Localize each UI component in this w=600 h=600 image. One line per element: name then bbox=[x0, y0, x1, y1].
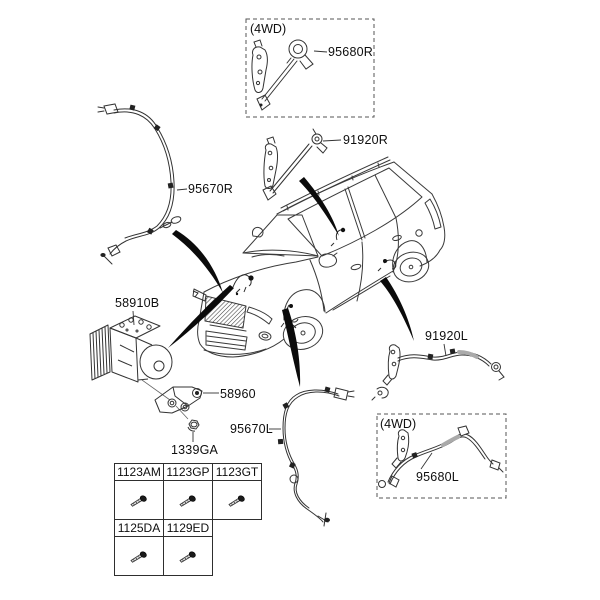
swoosh-58910B bbox=[168, 285, 234, 348]
swoosh-91920L bbox=[380, 277, 414, 341]
bolt-size-table: 1123AM 1123GP 1123GT 1125DA 1129ED bbox=[114, 463, 262, 576]
part-label-95680L[interactable]: 95680L bbox=[416, 470, 459, 484]
leader-95680R bbox=[313, 50, 328, 53]
bolt-icon bbox=[127, 548, 151, 564]
part-drawing-58910B bbox=[89, 315, 173, 383]
part-drawing-95680R bbox=[251, 39, 314, 111]
bolt-icon-cell bbox=[163, 536, 213, 576]
variant-box-bottom bbox=[376, 413, 507, 499]
leader-91920L bbox=[443, 343, 447, 357]
bolt-part-number[interactable]: 1125DA bbox=[114, 519, 164, 537]
bolt-icon-cell bbox=[114, 480, 164, 520]
bolt-icon-cell bbox=[212, 480, 262, 520]
bolt-icon-cell bbox=[114, 536, 164, 576]
bolt-icon bbox=[225, 492, 249, 508]
bolt-icon bbox=[176, 548, 200, 564]
part-label-58960[interactable]: 58960 bbox=[220, 387, 256, 401]
part-drawing-95670R bbox=[97, 103, 182, 265]
part-drawing-1339GA bbox=[187, 419, 200, 432]
swoosh-91920R bbox=[299, 177, 339, 236]
swoosh-95670R bbox=[172, 230, 223, 293]
part-drawing-91920L bbox=[371, 344, 505, 401]
part-label-91920R[interactable]: 91920R bbox=[343, 133, 388, 147]
assembly-axis-lines bbox=[141, 379, 189, 420]
part-drawing-58960 bbox=[154, 386, 203, 414]
part-label-1339GA[interactable]: 1339GA bbox=[171, 443, 219, 457]
leader-91920R bbox=[322, 139, 342, 142]
part-label-95680R[interactable]: 95680R bbox=[328, 45, 373, 59]
leader-lines bbox=[132, 50, 447, 470]
bolt-part-number[interactable]: 1129ED bbox=[163, 519, 213, 537]
part-label-58910B[interactable]: 58910B bbox=[115, 296, 160, 310]
part-drawing-95670L bbox=[277, 386, 355, 527]
part-label-91920L[interactable]: 91920L bbox=[425, 329, 468, 343]
bolt-part-number[interactable]: 1123GP bbox=[163, 463, 213, 481]
leader-95680L bbox=[420, 452, 433, 470]
vehicle-illustration bbox=[192, 156, 446, 358]
part-label-95670R[interactable]: 95670R bbox=[188, 182, 233, 196]
variant-tag-bottom: (4WD) bbox=[380, 417, 417, 431]
leader-58910B bbox=[132, 310, 135, 326]
variant-box-top bbox=[245, 18, 375, 118]
part-label-95670L[interactable]: 95670L bbox=[230, 422, 273, 436]
bolt-part-number[interactable]: 1123GT bbox=[212, 463, 262, 481]
part-drawing-95680L bbox=[378, 425, 504, 488]
variant-tag-top: (4WD) bbox=[250, 22, 287, 36]
bolt-part-number[interactable]: 1123AM bbox=[114, 463, 164, 481]
leader-95670R bbox=[176, 188, 188, 191]
bolt-icon bbox=[176, 492, 200, 508]
pointer-swooshes bbox=[168, 177, 414, 387]
bolt-icon-cell bbox=[163, 480, 213, 520]
part-drawing-91920R bbox=[262, 128, 328, 201]
swoosh-95670L bbox=[282, 308, 301, 387]
bolt-icon bbox=[127, 492, 151, 508]
